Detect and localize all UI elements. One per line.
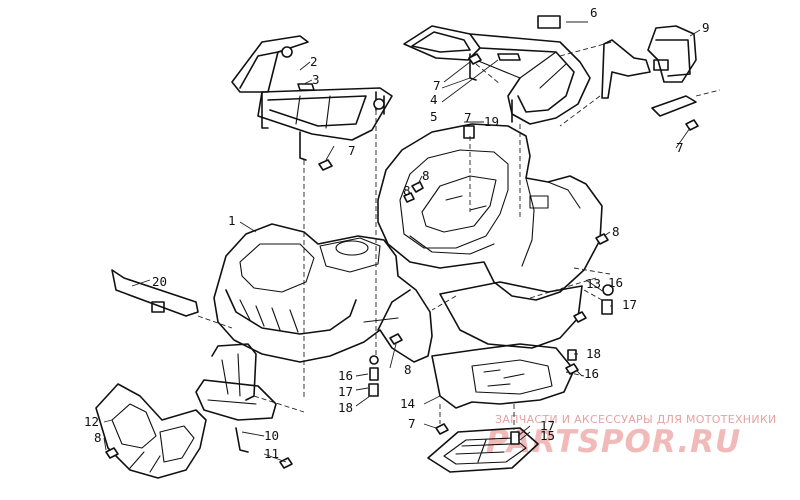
- side-panel: [439, 281, 583, 349]
- callout-14: 14: [400, 396, 415, 411]
- callout-7: 7: [348, 143, 356, 158]
- leader-lines: [103, 21, 721, 463]
- front-fender: [213, 223, 433, 363]
- front-rack-decal: [297, 83, 315, 91]
- footwell-grate: [427, 427, 539, 473]
- callout-17: 17: [540, 418, 555, 433]
- cross-bar-bracket: [151, 301, 165, 313]
- watermark-caption: ЗАПЧАСТИ И АКСЕССУАРЫ ДЛЯ МОТОТЕХНИКИ: [495, 413, 777, 426]
- watermark: ЗАПЧАСТИ И АКСЕССУАРЫ ДЛЯ МОТОТЕХНИКИ PA…: [486, 413, 777, 460]
- callout-6: 6: [590, 5, 598, 20]
- fasteners: [105, 53, 699, 469]
- callout-10: 10: [264, 428, 279, 443]
- callout-9: 9: [702, 20, 710, 35]
- callout-17: 17: [338, 384, 353, 399]
- callout-5: 5: [430, 109, 438, 124]
- callout-16: 16: [608, 275, 623, 290]
- callout-18: 18: [338, 400, 353, 415]
- callout-7: 7: [408, 416, 416, 431]
- callout-8: 8: [94, 430, 102, 445]
- callout-4: 4: [430, 92, 438, 107]
- callout-1: 1: [228, 213, 236, 228]
- callout-13: 13: [586, 276, 601, 291]
- front-cross-bar: [111, 269, 199, 317]
- callout-12: 12: [84, 414, 99, 429]
- callout-15: 15: [540, 428, 555, 443]
- callout-7: 7: [676, 140, 684, 155]
- callout-17: 17: [622, 297, 637, 312]
- callout-8: 8: [404, 362, 412, 377]
- front-rack: [231, 35, 393, 161]
- callout-8: 8: [422, 168, 430, 183]
- rear-rack-decal-small: [537, 15, 561, 29]
- callout-19: 19: [484, 114, 499, 129]
- callout-16: 16: [584, 366, 599, 381]
- callout-7: 7: [433, 78, 441, 93]
- rear-bumper-bracket: [601, 25, 697, 117]
- callout-2: 2: [310, 54, 318, 69]
- watermark-logo: PARTSPOR.RU: [486, 424, 741, 460]
- callout-7: 7: [464, 110, 472, 125]
- rear-rack-decal-large: [497, 53, 521, 61]
- footwell: [431, 343, 575, 409]
- callout-3: 3: [312, 72, 320, 87]
- callout-16: 16: [338, 368, 353, 383]
- callout-18: 18: [586, 346, 601, 361]
- rear-fender: [377, 123, 603, 301]
- callout-8: 8: [403, 183, 411, 198]
- callout-8: 8: [612, 224, 620, 239]
- callout-20: 20: [152, 274, 167, 289]
- front-grille-guard: [95, 383, 207, 479]
- callout-11: 11: [264, 446, 279, 461]
- front-bumper: [195, 343, 277, 453]
